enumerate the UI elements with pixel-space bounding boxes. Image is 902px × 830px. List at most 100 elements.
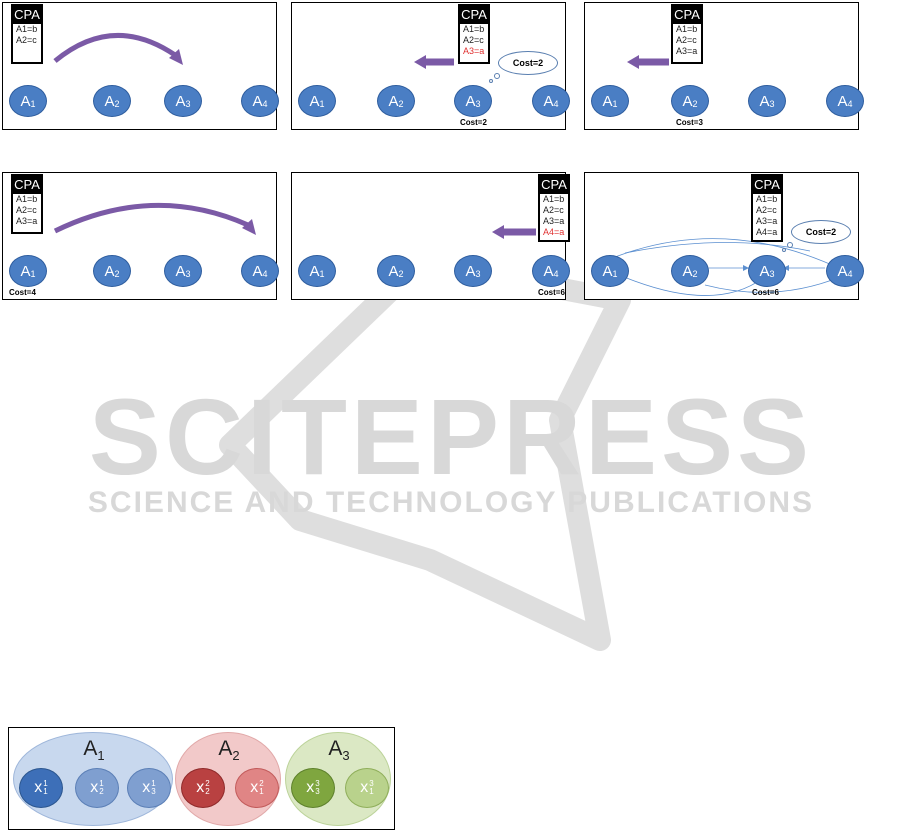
- cpa-title: CPA: [540, 176, 568, 194]
- cpa-assignment: A1=b: [16, 24, 38, 34]
- thought-cloud: Cost=2: [791, 220, 851, 244]
- cpa-padding: [460, 57, 488, 62]
- cost-label: Cost=2: [460, 118, 487, 127]
- cpa-assignment: A2=c: [16, 35, 37, 45]
- cpa-assignment: A3=a: [676, 46, 698, 56]
- cpa-assignment: A4=a: [756, 227, 778, 237]
- arrow-head: [242, 219, 256, 235]
- arrow-head: [492, 225, 504, 239]
- cpa-assignment: A3=a: [463, 46, 485, 56]
- cpa-assignment: A3=a: [543, 216, 565, 226]
- cost-label: Cost=6: [752, 288, 779, 297]
- thought-bubble: [782, 248, 786, 252]
- cpa-assignment: A4=a: [543, 227, 565, 237]
- thought-bubble: [787, 242, 793, 248]
- cost-label: Cost=6: [538, 288, 565, 297]
- forward-arc-arrow: [53, 202, 250, 234]
- cpa-title: CPA: [673, 6, 701, 24]
- cpa-title: CPA: [13, 176, 41, 194]
- arrow-head: [783, 265, 789, 271]
- cpa-assignment: A1=b: [756, 194, 778, 204]
- cpa-assignment: A1=b: [676, 24, 698, 34]
- cpa-title: CPA: [13, 6, 41, 24]
- message-link: [704, 276, 841, 293]
- cpa-assignment: A2=c: [676, 35, 697, 45]
- arrow-head: [743, 265, 749, 271]
- cost-label: Cost=3: [676, 118, 703, 127]
- cost-label: Cost=4: [9, 288, 36, 297]
- cpa-assignment: A1=b: [16, 194, 38, 204]
- cpa-assignment: A1=b: [463, 24, 485, 34]
- forward-arc-arrow: [53, 33, 177, 63]
- thought-cloud: Cost=2: [498, 51, 558, 75]
- cpa-assignment: A2=c: [756, 205, 777, 215]
- cpa-padding: [673, 57, 701, 62]
- agent-group-label: A2: [218, 737, 240, 764]
- panel-arrows: [53, 33, 183, 65]
- cpa-title: CPA: [460, 6, 488, 24]
- panel-arrows: [627, 55, 669, 69]
- agent-group-label: A3: [328, 737, 350, 764]
- watermark-title: SCITEPRESS: [88, 376, 814, 497]
- arrow-head: [414, 55, 426, 69]
- watermark-subtitle: SCIENCE AND TECHNOLOGY PUBLICATIONS: [87, 486, 815, 519]
- cpa-assignment: A3=a: [16, 216, 38, 226]
- arrow-head: [627, 55, 639, 69]
- cpa-padding: [13, 227, 41, 232]
- cpa-assignment: A2=c: [543, 205, 564, 215]
- cpa-padding: [13, 46, 41, 62]
- cpa-assignment: A1=b: [543, 194, 565, 204]
- thought-bubble: [489, 79, 493, 83]
- cpa-assignment: A2=c: [16, 205, 37, 215]
- message-link: [609, 270, 768, 296]
- panel-arrows: [53, 202, 256, 235]
- agent-group-label: A1: [83, 737, 105, 764]
- cpa-padding: [540, 238, 568, 240]
- message-link: [609, 238, 846, 272]
- cpa-title: CPA: [753, 176, 781, 194]
- panel-arrows: [414, 55, 454, 69]
- panel-arrows: [492, 225, 536, 239]
- cpa-padding: [753, 238, 781, 240]
- arrow-head: [169, 49, 183, 65]
- cpa-assignment: A2=c: [463, 35, 484, 45]
